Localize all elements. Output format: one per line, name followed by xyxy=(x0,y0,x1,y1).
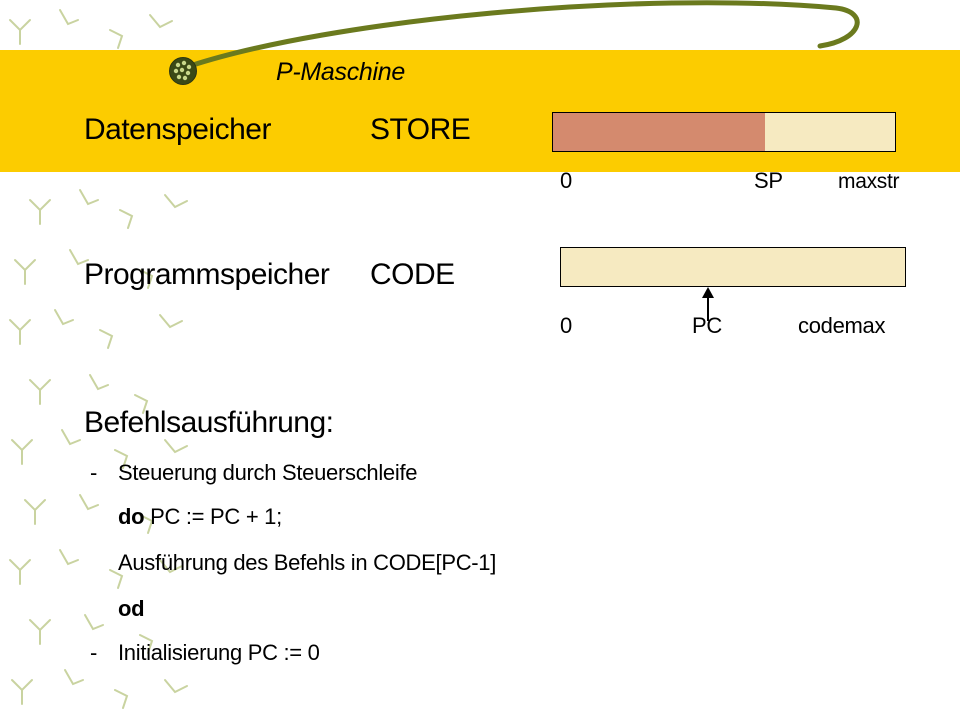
globe-logo-icon xyxy=(169,57,197,85)
loop-body-line: Ausführung des Befehls in CODE[PC-1] xyxy=(118,550,497,575)
bullet-text-2: Initialisierung PC := 0 xyxy=(118,640,320,665)
program-memory-name: CODE xyxy=(370,258,455,291)
bullet-dash-1: - xyxy=(90,460,98,485)
code-memory-bar xyxy=(560,247,906,287)
decorative-pattern xyxy=(9,9,188,709)
code-tick-pc: PC xyxy=(692,313,722,338)
program-memory-label: Programmspeicher xyxy=(84,258,330,291)
execution-heading: Befehlsausführung: xyxy=(84,406,334,439)
page-title: P-Maschine xyxy=(276,58,405,86)
do-keyword: do xyxy=(118,504,145,529)
bullet-text-1: Steuerung durch Steuerschleife xyxy=(118,460,418,485)
loop-do-line: do PC := PC + 1; xyxy=(118,504,282,530)
store-used-segment xyxy=(553,113,767,151)
pc-pointer-arrow-icon xyxy=(702,287,714,321)
data-memory-name: STORE xyxy=(370,113,471,146)
store-tick-start: 0 xyxy=(560,168,572,193)
decorative-swoosh xyxy=(187,0,860,69)
bullet-dash-2: - xyxy=(90,640,98,665)
do-statement: PC := PC + 1; xyxy=(144,504,282,529)
data-memory-label: Datenspeicher xyxy=(84,113,271,146)
code-tick-end: codemax xyxy=(798,313,886,338)
od-keyword: od xyxy=(118,596,145,621)
code-tick-start: 0 xyxy=(560,313,572,338)
store-memory-bar xyxy=(552,112,896,152)
store-free-segment xyxy=(765,113,895,151)
store-tick-sp: SP xyxy=(754,168,783,193)
store-tick-end: maxstr xyxy=(838,170,900,193)
